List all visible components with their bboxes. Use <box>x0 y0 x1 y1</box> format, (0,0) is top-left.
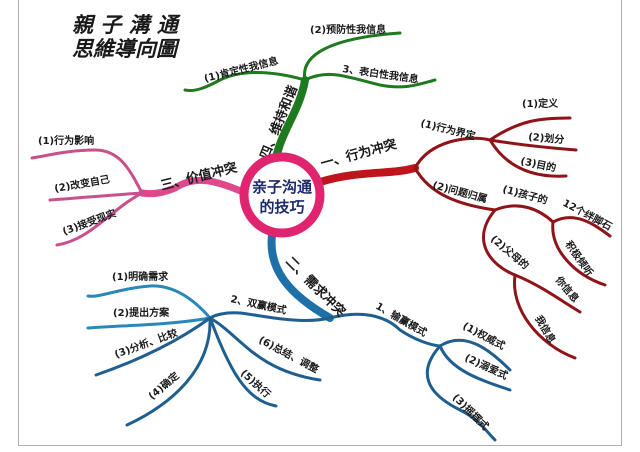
winwin-item: (2)提出方案 <box>113 306 170 319</box>
winwin-link <box>208 316 322 382</box>
needs-link <box>328 312 442 348</box>
winlose-item: (3)摇摆式 <box>450 391 492 433</box>
behavior-link <box>512 273 577 360</box>
values-trunk <box>138 176 247 198</box>
center-circle <box>239 152 325 238</box>
behavior-link <box>488 138 578 152</box>
harmony-link <box>302 31 402 82</box>
needs-link <box>208 311 332 322</box>
winwin-link <box>94 316 212 377</box>
values-link <box>55 191 144 247</box>
values-link <box>48 191 144 202</box>
parent-label: (2)父母的 <box>488 232 532 272</box>
winwin-item: (6)总结、调整 <box>257 333 321 376</box>
parent-item: 你信息 <box>552 273 582 305</box>
winwin-item: (4)确定 <box>146 369 182 402</box>
harmony-item: (1)肯定性我信息 <box>203 54 280 85</box>
winwin-link <box>86 284 212 320</box>
harmony-link <box>303 72 437 89</box>
winlose-item: (2)溺爱式 <box>463 351 510 382</box>
behavior-link <box>551 220 607 287</box>
winwin-item: (1)明确需求 <box>112 270 169 283</box>
title-line2: 思維導向圖 <box>72 37 181 61</box>
winwin-link <box>125 316 212 427</box>
branch-behavior: 一、行为冲突 (1)行为界定 (1)定义 (2)划分 (3)目的 (2)问题归属… <box>316 97 615 360</box>
center-line1: 亲子沟通 <box>252 178 312 196</box>
harmony-trunk <box>272 76 309 162</box>
winlose-link <box>438 344 512 392</box>
winlose-link <box>438 338 512 372</box>
harmony-item: (2)预防性我信息 <box>310 23 386 36</box>
branch-needs: 二、需求冲突 2、双赢模式 1、输赢模式 (1)明确需求 (2)提出方案 (3)… <box>86 231 512 442</box>
center-line2: 的技巧 <box>259 198 304 216</box>
harmony-item: 3、表白性我信息 <box>342 62 420 86</box>
child-item: 12个绊脚石 <box>561 196 615 233</box>
title-line1: 親 子 溝 通 <box>72 13 181 37</box>
values-item: (2)改变自己 <box>53 172 111 195</box>
values-item: (1)行为影响 <box>38 134 94 147</box>
parent-item: 我信息 <box>532 313 558 345</box>
winwin-link <box>208 316 278 408</box>
definition-item: (1)定义 <box>522 97 559 110</box>
branch-harmony: (2)预防性我信息 (1)肯定性我信息 3、表白性我信息 四、维持和谐 <box>183 23 437 162</box>
needs-trunk <box>267 231 334 322</box>
harmony-link <box>183 71 307 92</box>
definition-label: (1)行为界定 <box>419 116 477 142</box>
behavior-label: 一、行为冲突 <box>319 136 398 172</box>
winwin-link <box>86 316 212 330</box>
winlose-link <box>425 344 497 442</box>
branch-values: 三、价值冲突 (1)行为影响 (2)改变自己 (3)接受现实 <box>30 134 247 247</box>
values-link <box>30 148 144 195</box>
behavior-link <box>488 138 568 178</box>
behavior-trunk <box>316 164 419 186</box>
definition-item: (2)划分 <box>528 130 565 146</box>
child-label: (1)孩子的 <box>501 182 549 206</box>
behavior-link <box>413 166 612 238</box>
center-node: 亲子沟通 的技巧 <box>239 152 325 238</box>
image-frame <box>18 0 622 446</box>
